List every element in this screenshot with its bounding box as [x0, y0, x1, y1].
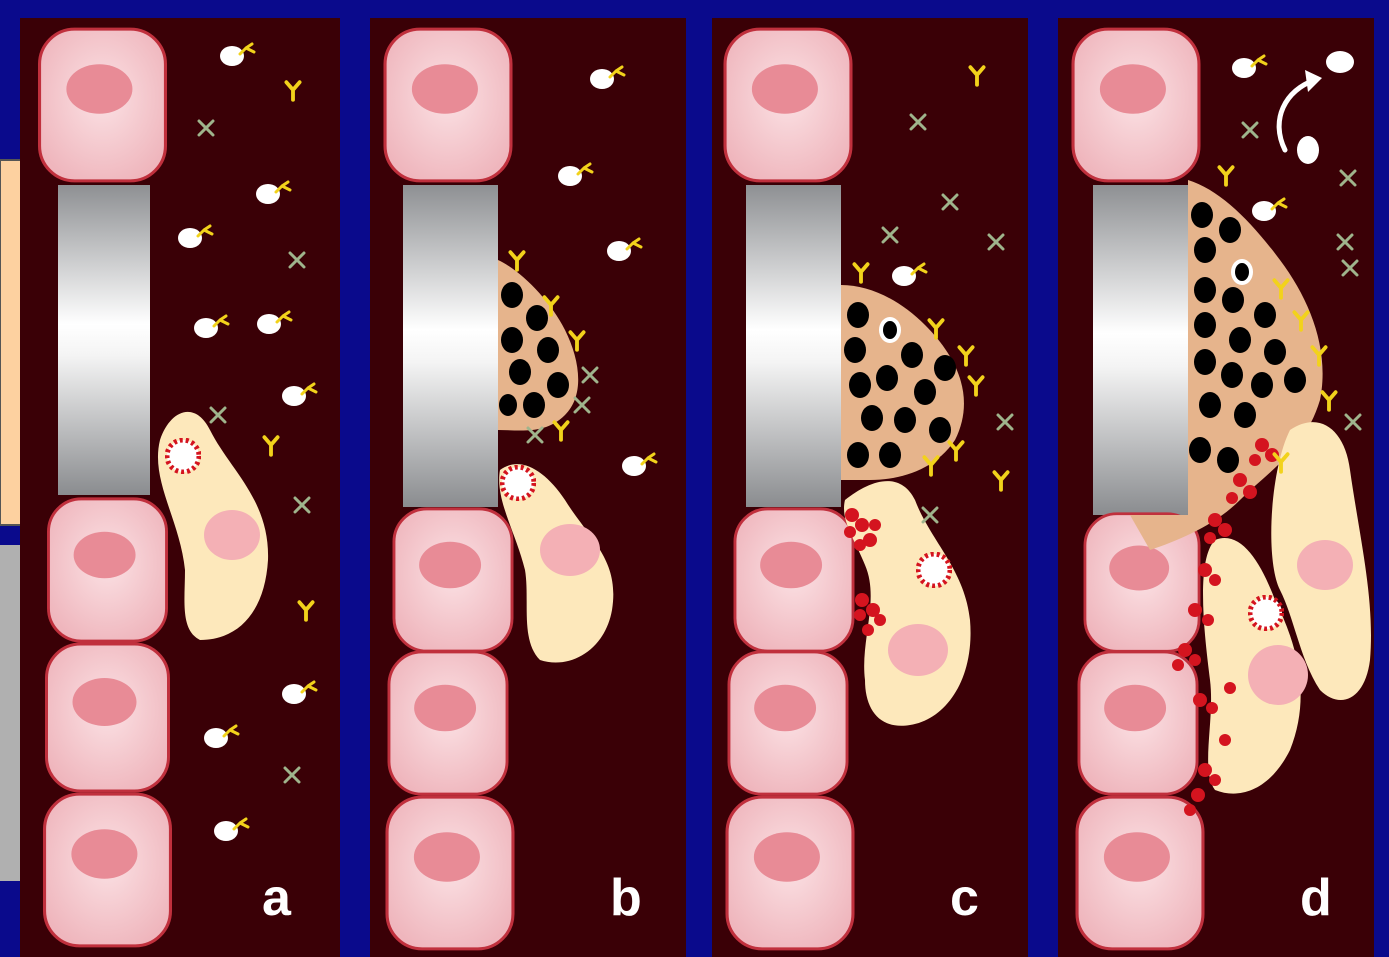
red-cluster-icon — [167, 440, 199, 472]
panel-label-a: a — [262, 872, 291, 924]
epithelial-cell-icon — [1077, 797, 1203, 949]
epithelial-cell-icon — [725, 29, 851, 181]
epithelial-cell-icon — [387, 797, 513, 949]
epithelial-cell-icon — [735, 509, 853, 651]
epithelial-cell-icon — [1073, 29, 1199, 181]
panel-c — [712, 18, 1028, 957]
epithelial-cell-icon — [389, 652, 507, 794]
epithelial-cell-icon — [40, 29, 166, 181]
implant-post-icon — [58, 185, 150, 495]
panel-label-d: d — [1300, 872, 1332, 924]
implant-post-icon — [403, 185, 498, 507]
panel-a — [20, 18, 340, 957]
epithelial-cell-icon — [48, 499, 166, 641]
red-cluster-icon — [1250, 597, 1282, 629]
epithelial-cell-icon — [47, 644, 169, 791]
panel-label-b: b — [610, 872, 642, 924]
panel-b — [370, 18, 686, 957]
epithelial-cell-icon — [45, 794, 171, 946]
epithelial-cell-icon — [394, 509, 512, 651]
panel-label-c: c — [950, 872, 979, 924]
red-cluster-icon — [918, 554, 950, 586]
implant-post-icon — [746, 185, 841, 507]
epithelial-cell-icon — [729, 652, 847, 794]
implant-post-icon — [1093, 185, 1188, 515]
epithelial-cell-icon — [1079, 652, 1197, 794]
red-cluster-icon — [502, 467, 534, 499]
epithelial-cell-icon — [727, 797, 853, 949]
epithelial-cell-icon — [385, 29, 511, 181]
panel-d — [1058, 18, 1374, 957]
